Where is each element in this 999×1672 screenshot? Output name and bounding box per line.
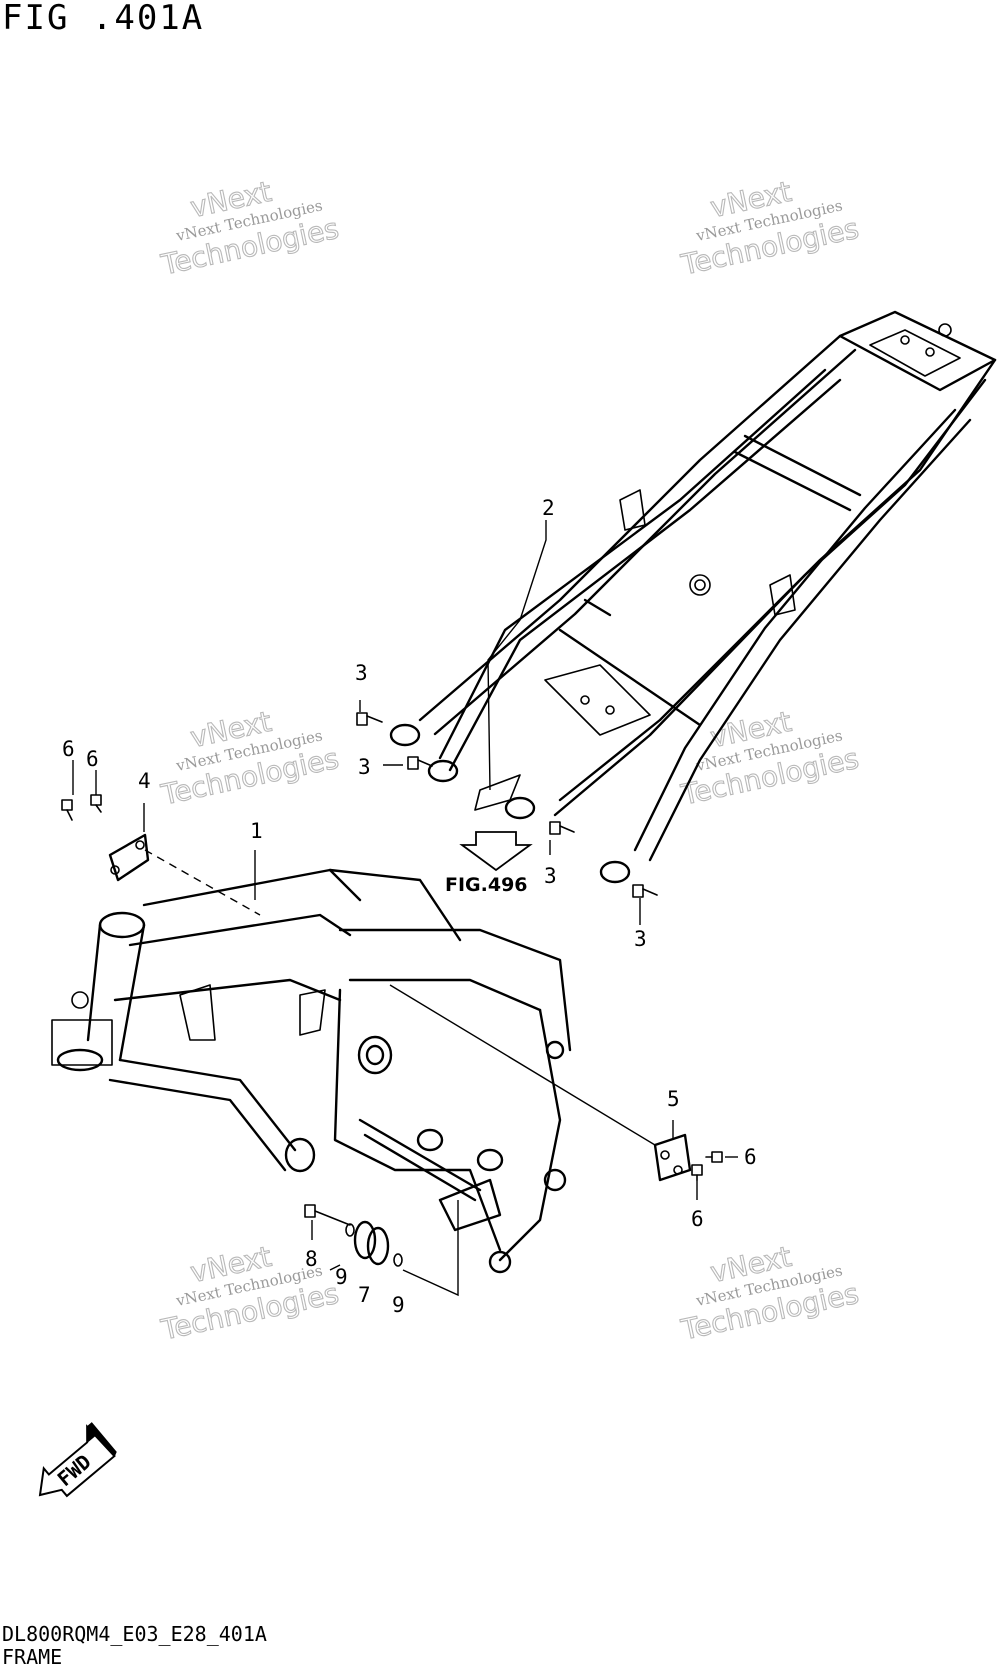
watermark-bottom-right: vNext vNext Technologies Technologies: [677, 1239, 862, 1347]
callout-9-b: 9: [392, 1293, 405, 1317]
callout-7: 7: [358, 1283, 371, 1307]
watermark-bottom-left: vNext vNext Technologies Technologies: [157, 1239, 342, 1347]
callout-8: 8: [305, 1247, 318, 1271]
bolt-3-d: [632, 884, 658, 898]
watermark-mid-left: vNext vNext Technologies Technologies: [157, 704, 342, 812]
watermark-top-left: vNext vNext Technologies Technologies: [157, 174, 342, 282]
fwd-arrow: FWD: [38, 1422, 117, 1498]
callouts: 1 2 3 3 3 3 4 5 6 6 6 6 7 8 9 9: [62, 496, 757, 1317]
bolt-3-c: [549, 821, 575, 835]
figure-name: FRAME: [2, 1645, 63, 1669]
fwd-label: FWD: [53, 1449, 96, 1491]
callout-2: 2: [542, 496, 555, 520]
fasteners-drawing: [61, 712, 723, 1267]
callout-9-a: 9: [335, 1265, 348, 1289]
callout-6-d: 6: [691, 1207, 704, 1231]
bolt-3-a: [356, 712, 383, 726]
main-frame-drawing: [51, 868, 572, 1274]
callout-3-c: 3: [544, 864, 557, 888]
callout-6-c: 6: [744, 1145, 757, 1169]
callout-4: 4: [138, 769, 151, 793]
fig-496-label: FIG.496: [445, 874, 528, 896]
watermark-mid-right: vNext vNext Technologies Technologies: [677, 704, 862, 812]
watermark-top-right: vNext vNext Technologies Technologies: [677, 174, 862, 282]
figure-title: FIG .401A: [2, 0, 205, 38]
callout-6-a: 6: [62, 737, 75, 761]
callout-3-a: 3: [355, 661, 368, 685]
callout-6-b: 6: [86, 747, 99, 771]
callout-1: 1: [250, 819, 263, 843]
bolt-3-b: [407, 756, 433, 770]
fig-496-arrow[interactable]: FIG.496: [445, 831, 533, 896]
rear-subframe-drawing: [389, 310, 997, 884]
callout-5: 5: [667, 1087, 680, 1111]
leader-lines: [72, 520, 738, 1297]
callout-3-d: 3: [634, 927, 647, 951]
callout-3-b: 3: [358, 755, 371, 779]
figure-code: DL800RQM4_E03_E28_401A: [2, 1622, 267, 1646]
